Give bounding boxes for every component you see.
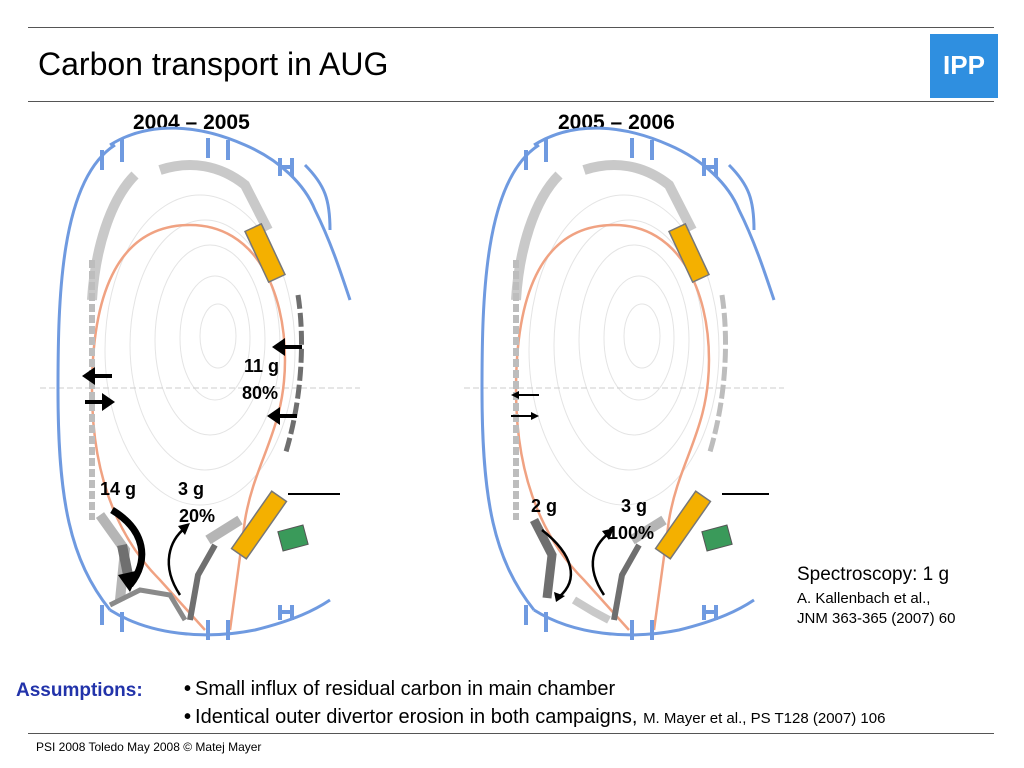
arrow-outer-divertor [167, 527, 186, 596]
outer-divertor-mass-label-right: 3 g [621, 496, 648, 516]
outer-strike-tile [187, 543, 218, 621]
outer-strike-tile [611, 543, 642, 621]
separatrix [514, 223, 711, 631]
vessel-wall-inner [480, 143, 540, 611]
header-rule [28, 101, 994, 102]
outer-divertor-pct-label-left: 20% [179, 506, 216, 526]
spectroscopy-note: Spectroscopy: 1 g [797, 564, 950, 585]
upper-divertor-tiles [582, 160, 697, 233]
vessel-wall-inner [56, 143, 116, 611]
vessel-cross-section-left [40, 126, 360, 640]
arrow-head-out-inner [511, 391, 519, 399]
inner-divertor-mass-label-left: 14 g [100, 479, 137, 499]
separatrix [90, 223, 287, 631]
main-chamber-arrows [82, 338, 302, 425]
inner-strike-tile [117, 544, 133, 576]
upper-inner-tiles [87, 171, 139, 301]
top-rule [28, 27, 994, 28]
arrow-head-outer-divertor [602, 528, 614, 540]
vessel-port-upper [303, 163, 332, 231]
bullet-dot: • [184, 706, 192, 728]
assumption-text-1: Small influx of residual carbon in main … [195, 678, 616, 700]
page-title: Carbon transport in AUG [38, 46, 389, 82]
assumption-bullet-2: •Identical outer divertor erosion in bot… [184, 706, 885, 729]
vessel-cross-section-right [464, 126, 784, 640]
icrh-antenna-lower [654, 490, 712, 560]
outer-limiter-tiles [706, 294, 729, 456]
assumption-text-2: Identical outer divertor erosion in both… [195, 706, 638, 728]
icrh-antenna-lower [230, 490, 288, 560]
diagnostic-box [701, 524, 733, 552]
outer-divertor-mass-label-left: 3 g [178, 479, 205, 499]
assumption-ref-2: M. Mayer et al., PS T128 (2007) 106 [643, 710, 886, 727]
ipp-logo: IPP [930, 34, 998, 98]
bullet-dot: • [184, 678, 192, 700]
assumptions-label: Assumptions: [16, 680, 143, 701]
flux-surfaces [104, 194, 296, 506]
arrow-inner-divertor [541, 529, 573, 598]
vessel-ports [100, 138, 294, 640]
arrow-outer-divertor [591, 532, 610, 596]
vessel-wall-bottom [109, 598, 331, 637]
vessel-port-upper [727, 163, 756, 231]
dome-tiles [108, 587, 188, 622]
assumption-bullet-1: •Small influx of residual carbon in main… [184, 678, 615, 701]
dome-tiles [571, 596, 611, 624]
ipp-logo-icon: IPP [943, 50, 985, 80]
vessel-ports [524, 138, 718, 640]
outer-divertor-baffle [205, 515, 243, 545]
upper-inner-tiles [511, 171, 563, 301]
icrh-antenna-upper [668, 222, 710, 284]
diagnostic-box [277, 524, 309, 552]
outer-divertor-pct-label-right: 100% [608, 523, 655, 543]
arrow-out-inner [82, 367, 112, 385]
inner-strike-tile [529, 517, 557, 599]
arrow-in-upper-outer [272, 338, 302, 356]
spectroscopy-ref-line2: JNM 363-365 (2007) 60 [797, 610, 956, 627]
logo-text: IPP [943, 50, 985, 80]
upper-divertor-tiles [158, 160, 273, 233]
main-chamber-pct-label: 80% [242, 383, 279, 403]
footer-text: PSI 2008 Toledo May 2008 © Matej Mayer [36, 740, 262, 754]
footer-rule [28, 733, 994, 734]
arrow-head-outer-divertor [178, 523, 190, 535]
main-chamber-arrows [511, 391, 539, 420]
arrow-head-in-inner [531, 412, 539, 420]
spectroscopy-ref-line1: A. Kallenbach et al., [797, 590, 931, 607]
outer-divertor-baffle [629, 515, 667, 545]
main-chamber-mass-label: 11 g [244, 356, 280, 376]
arrow-in-inner [85, 393, 115, 411]
arrow-in-lower-outer [267, 407, 297, 425]
arrow-head-inner-divertor [554, 592, 565, 602]
outer-limiter-tiles [282, 294, 305, 456]
flux-surfaces [528, 194, 720, 506]
vessel-wall-bottom [533, 598, 755, 637]
inner-divertor-mass-label-right: 2 g [531, 496, 558, 516]
icrh-antenna-upper [244, 222, 286, 284]
arrow-head-inner-divertor [118, 570, 140, 592]
